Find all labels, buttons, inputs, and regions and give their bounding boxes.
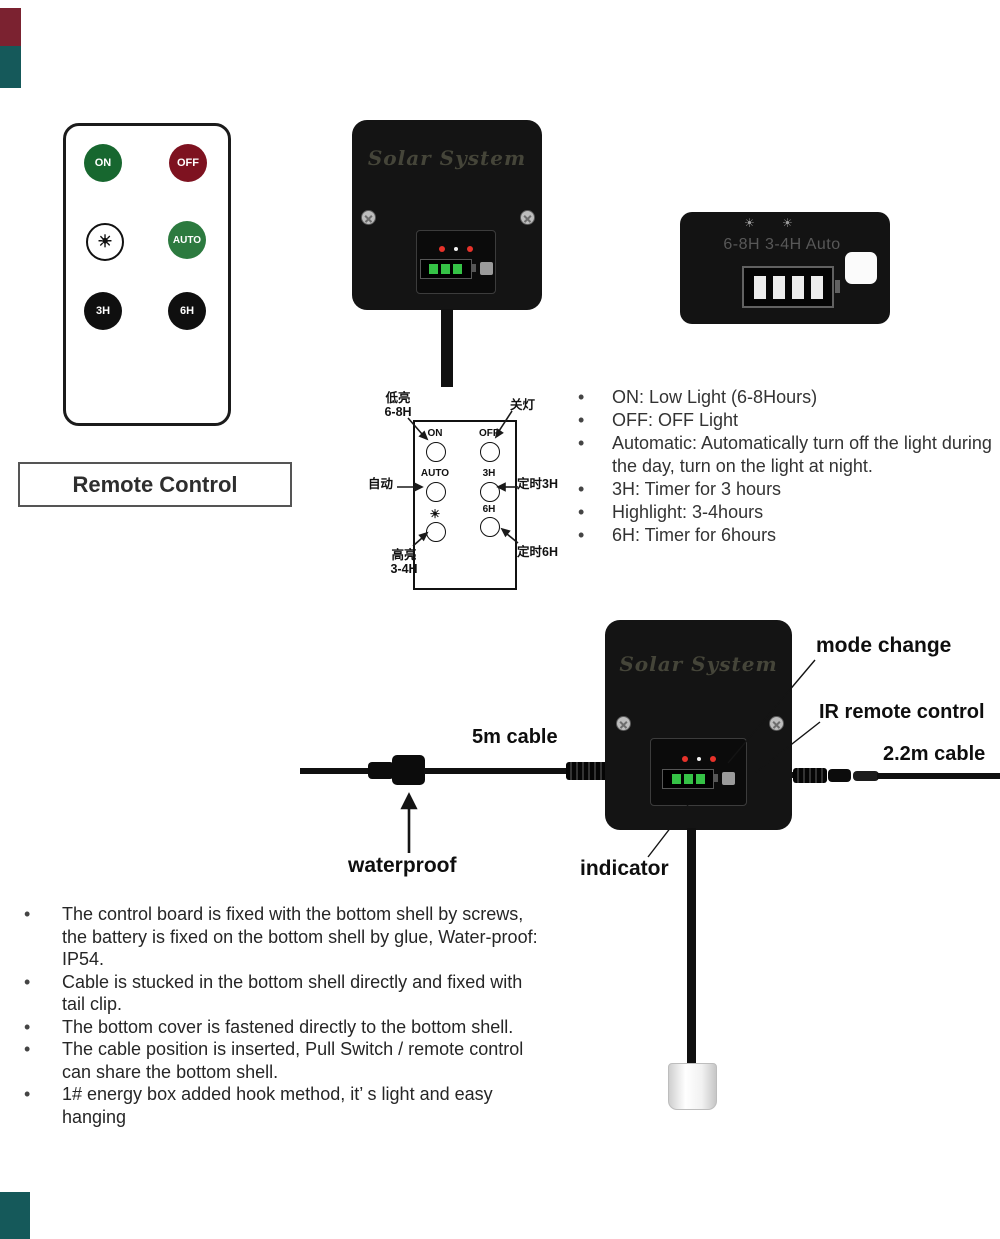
red-led-icon: [467, 245, 473, 252]
remote-on-button: ON: [84, 144, 122, 182]
mode-description-list: ON: Low Light (6-8Hours) OFF: OFF Light …: [576, 386, 992, 547]
screw-icon: [769, 716, 784, 731]
indicator-display: [650, 738, 747, 806]
callout-timer6h: 定时6H: [517, 545, 558, 559]
assembly-notes-list: The control board is fixed with the bott…: [22, 903, 542, 1128]
list-item: The cable position is inserted, Pull Swi…: [22, 1038, 542, 1083]
battery-indicator: [419, 258, 476, 279]
list-item: ON: Low Light (6-8Hours): [576, 386, 992, 409]
remote-control-caption: Remote Control: [18, 462, 292, 507]
diagram-off-button: [480, 442, 500, 462]
led-indicators: [439, 245, 473, 252]
list-item: Automatic: Automatically turn off the li…: [576, 432, 992, 478]
list-item: OFF: OFF Light: [576, 409, 992, 432]
red-led-icon: [439, 245, 445, 252]
screw-icon: [361, 210, 376, 225]
waterproof-connector: [392, 755, 425, 785]
scan-artifact-teal-top: [0, 46, 21, 88]
screw-icon: [616, 716, 631, 731]
callout-timer3h: 定时3H: [517, 477, 558, 491]
white-led-icon: [696, 756, 701, 761]
lamp-holder: [668, 1063, 717, 1110]
cable-5m-label: 5m cable: [472, 726, 558, 748]
diagram-auto-button: [426, 482, 446, 502]
callout-off: 关灯: [510, 398, 536, 412]
cable: [441, 309, 453, 387]
battery-indicator: [662, 768, 718, 789]
cable: [877, 773, 1000, 779]
diagram-6h-label: 6H: [482, 504, 496, 515]
cable-plug: [368, 762, 394, 779]
list-item: 1# energy box added hook method, it’ s l…: [22, 1083, 542, 1128]
strain-relief: [793, 768, 827, 783]
red-led-icon: [709, 755, 716, 762]
remote-brightness-button: ☀: [86, 223, 124, 261]
remote-6h-button: 6H: [168, 292, 206, 330]
control-box: Solar System: [352, 120, 542, 310]
list-item: The bottom cover is fastened directly to…: [22, 1016, 542, 1039]
remote-control-illustration: ON OFF ☀ AUTO 3H 6H: [63, 123, 231, 426]
red-led-icon: [681, 755, 688, 762]
list-item: Cable is stucked in the bottom shell dir…: [22, 971, 542, 1016]
sun-icon: ☀: [744, 216, 755, 230]
scan-artifact-teal-bottom: [0, 1192, 30, 1239]
diagram-3h-label: 3H: [482, 468, 496, 479]
panel-mode-text: 6-8H 3-4H Auto: [723, 236, 841, 253]
sun-icon: ☀: [782, 216, 793, 230]
strain-relief: [566, 762, 608, 780]
mode-change-label: mode change: [816, 634, 952, 657]
led-indicators: [681, 755, 716, 762]
diagram-sun-label: ☀: [429, 507, 441, 521]
cable-plug: [853, 771, 879, 781]
diagram-3h-button: [480, 482, 500, 502]
diagram-on-label: ON: [427, 428, 443, 439]
waterproof-label: waterproof: [348, 854, 457, 877]
diagram-auto-label: AUTO: [420, 468, 450, 479]
diagram-brightness-button: [426, 522, 446, 542]
list-item: The control board is fixed with the bott…: [22, 903, 542, 971]
list-item: 6H: Timer for 6hours: [576, 524, 992, 547]
callout-text: 低亮: [385, 391, 411, 405]
cable: [424, 768, 569, 774]
cable: [300, 768, 372, 774]
callout-low-light: 低亮 6-8H: [378, 391, 418, 419]
cable: [687, 828, 696, 1066]
remote-3h-button: 3H: [84, 292, 122, 330]
screw-icon: [520, 210, 535, 225]
button-diagram: ON OFF AUTO 3H ☀ 6H: [413, 420, 517, 590]
white-led-icon: [454, 246, 458, 251]
brand-label: Solar System: [619, 652, 778, 676]
control-box: Solar System: [605, 620, 792, 830]
cable-22m-label: 2.2m cable: [883, 743, 986, 765]
mode-button: [722, 772, 735, 785]
list-item: Highlight: 3-4hours: [576, 501, 992, 524]
callout-text: 3-4H: [390, 562, 418, 576]
callout-text: 高亮: [391, 548, 417, 562]
diagram-on-button: [426, 442, 446, 462]
timer-mode-panel: ☀ ☀ 6-8H 3-4H Auto: [680, 212, 890, 324]
scan-artifact-red: [0, 8, 21, 46]
diagram-off-label: OFF: [479, 428, 499, 439]
brand-label: Solar System: [367, 146, 527, 170]
indicator-display: [416, 230, 496, 294]
diagram-6h-button: [480, 517, 500, 537]
panel-button: [845, 252, 877, 284]
battery-indicator: [742, 266, 840, 308]
cable-plug: [828, 769, 851, 782]
indicator-label: indicator: [580, 857, 669, 880]
ir-remote-label: IR remote control: [819, 701, 985, 723]
remote-auto-button: AUTO: [168, 221, 206, 259]
callout-high-light: 高亮 3-4H: [384, 548, 424, 576]
list-item: 3H: Timer for 3 hours: [576, 478, 992, 501]
callout-auto: 自动: [368, 477, 394, 491]
remote-off-button: OFF: [169, 144, 207, 182]
mode-button: [479, 262, 493, 275]
callout-text: 6-8H: [384, 405, 412, 419]
